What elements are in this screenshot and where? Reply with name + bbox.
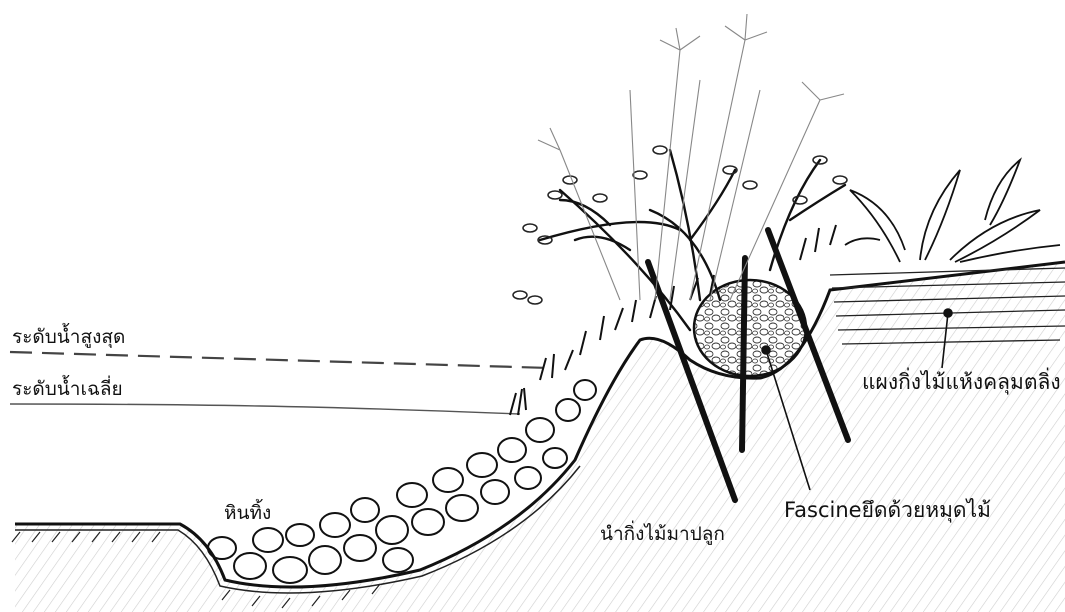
leafy-plant [845, 160, 1060, 262]
label-brush-mat: แผงกิ่งไม้แห้งคลุมตลิ่ง [862, 372, 1061, 393]
average-water-level-line [10, 404, 520, 414]
label-fascine: Fascineยึดด้วยหมุดไม้ [784, 500, 991, 521]
reeds [538, 14, 844, 300]
label-average-water-level: ระดับน้ำเฉลี่ย [12, 380, 123, 399]
highest-water-level-line [10, 352, 550, 368]
label-highest-water-level: ระดับน้ำสูงสุด [12, 328, 125, 347]
label-planted-cuttings: นำกิ่งไม้มาปลูก [600, 525, 725, 544]
label-riprap: หินทิ้ง [224, 504, 271, 523]
